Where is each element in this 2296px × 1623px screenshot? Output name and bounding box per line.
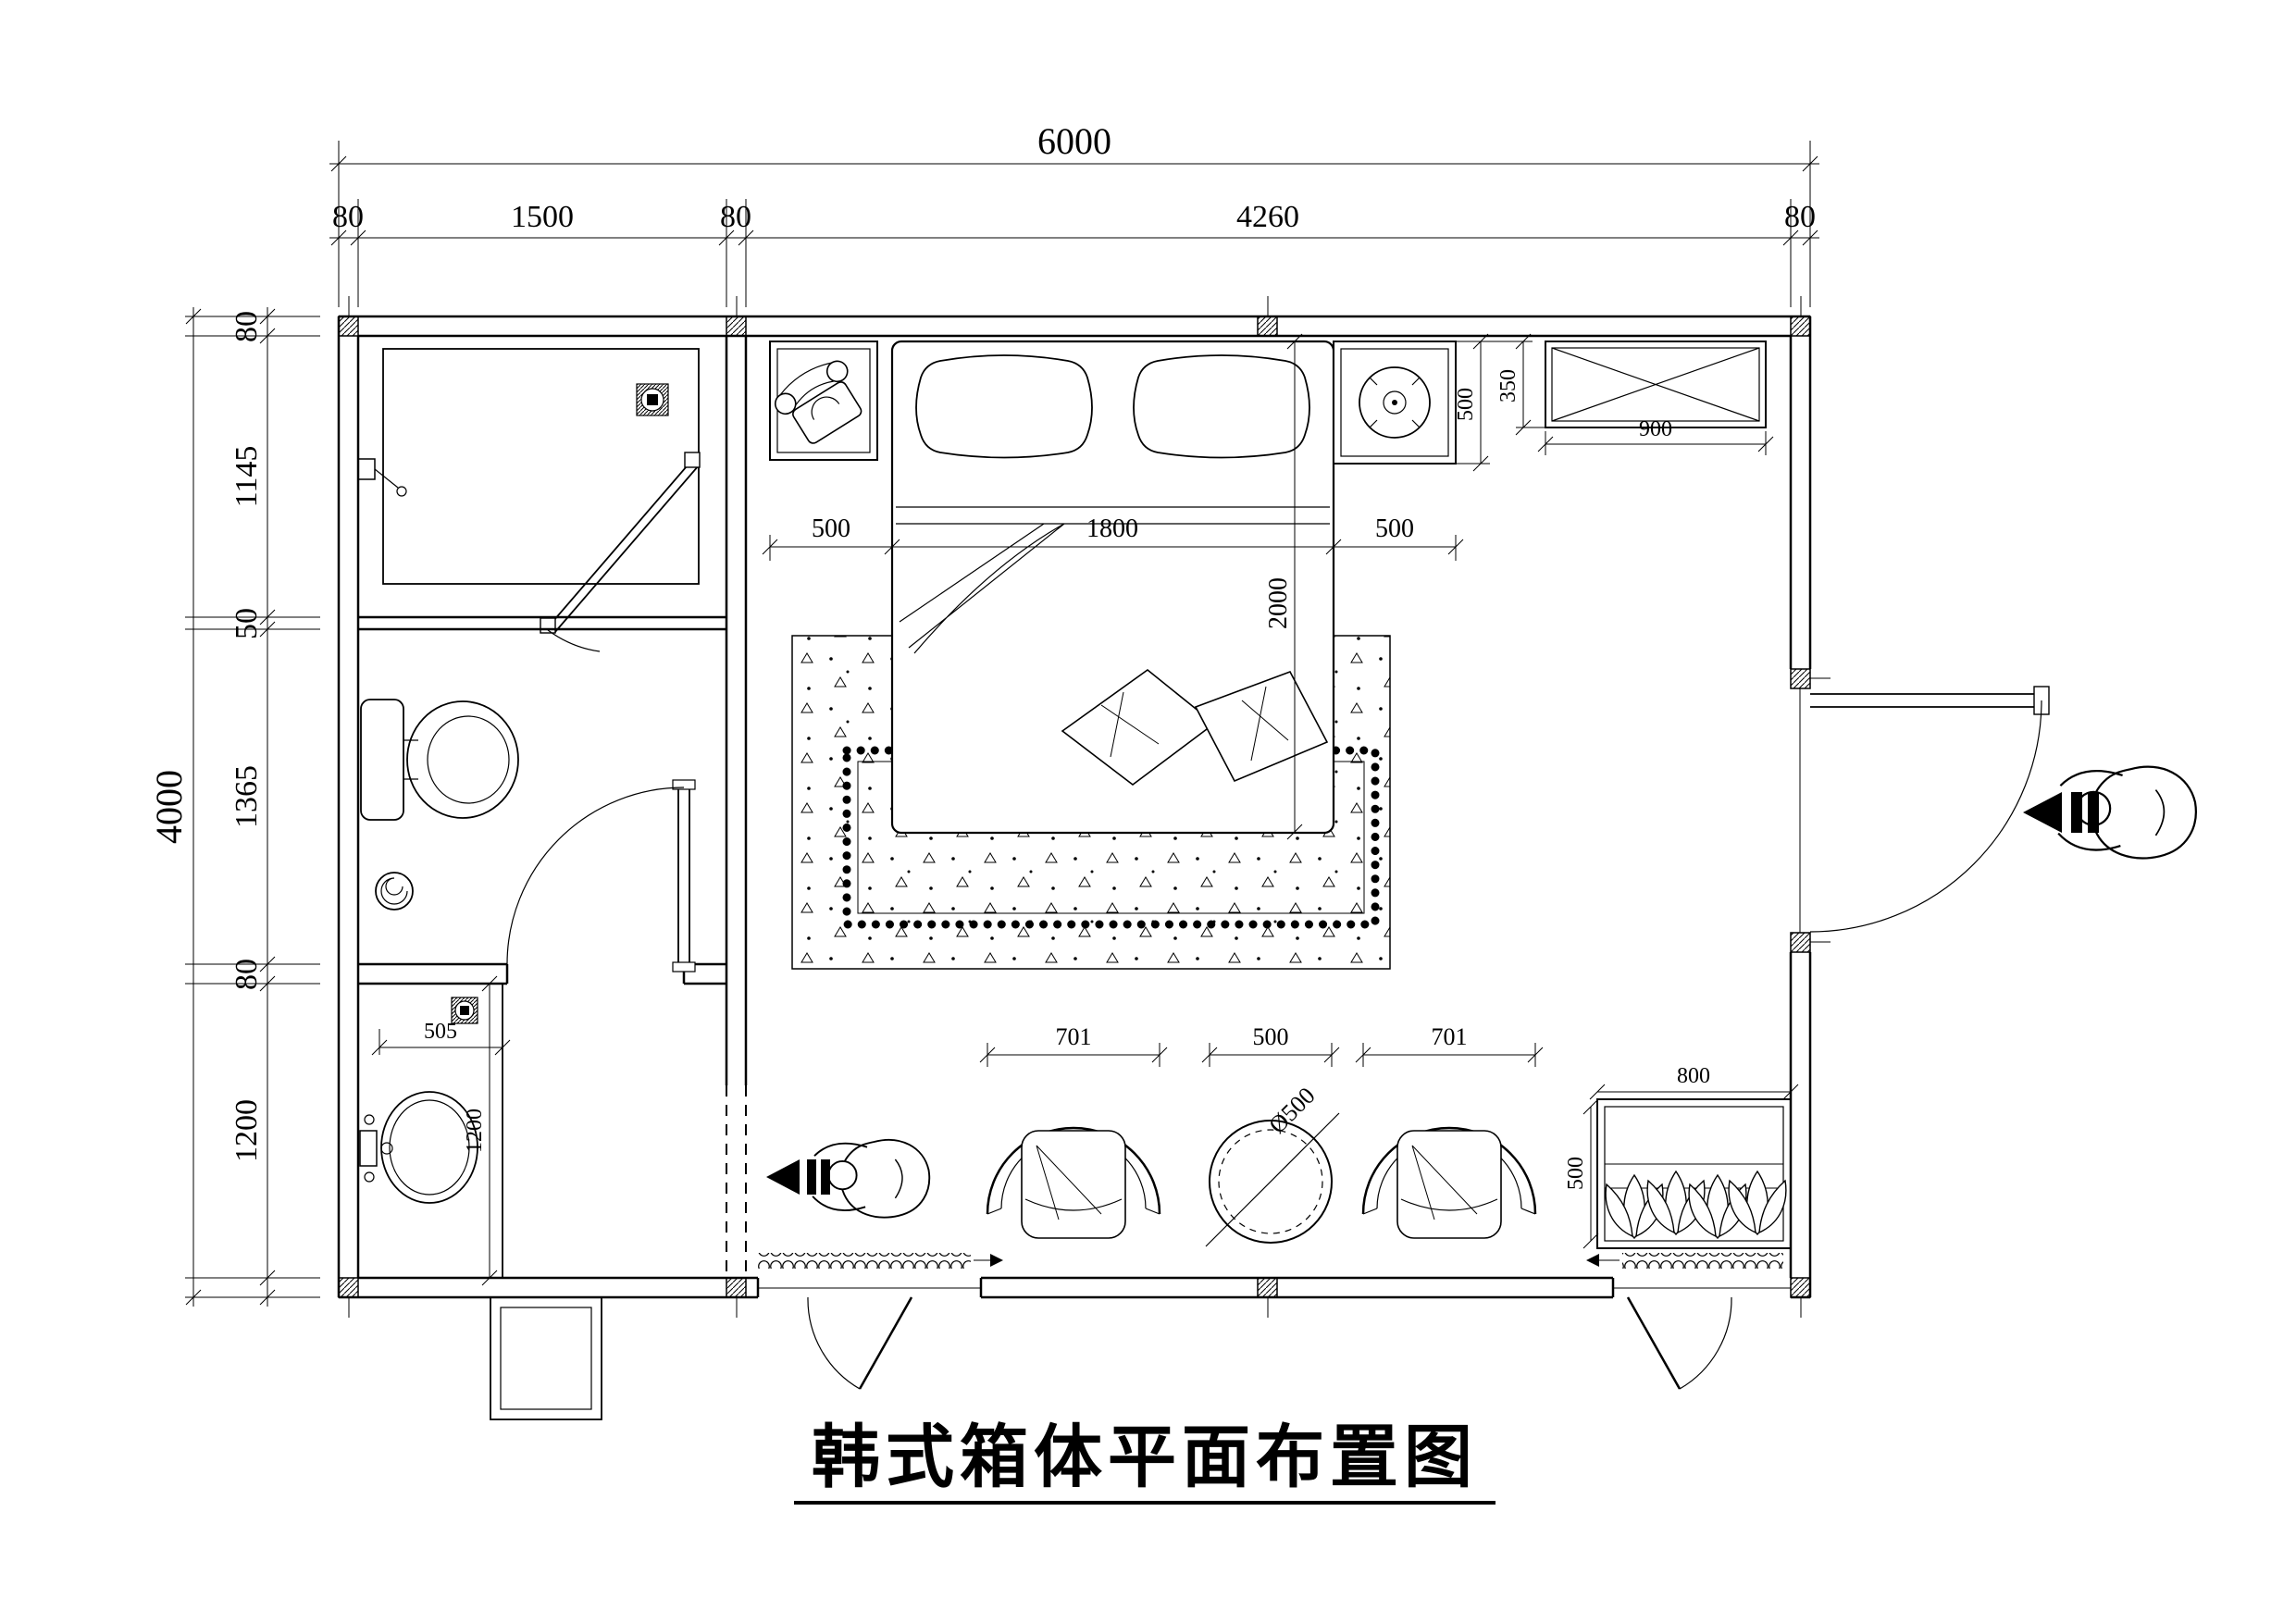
toilet-door [506, 779, 696, 973]
faucet-icon [359, 1130, 378, 1167]
dim-total-width: 6000 [1037, 120, 1111, 162]
dim-cabinet-350: 350 [1496, 369, 1520, 403]
nightstand-right [1333, 341, 1457, 465]
pillow-left [915, 354, 1093, 459]
door-swing-arc [1679, 1296, 1732, 1390]
dim-bed-right-500: 500 [1375, 514, 1414, 543]
double-bed [890, 340, 1335, 835]
table-diameter-line [1205, 1112, 1340, 1247]
arrow-head [1586, 1254, 1599, 1267]
nightstand-left [769, 341, 878, 461]
dim-top-80a: 80 [332, 200, 364, 234]
partition-bath-bedroom [725, 336, 748, 1085]
dim-bed-2000: 2000 [1264, 577, 1293, 629]
dim-bed-left-500: 500 [812, 514, 850, 543]
partition-toilet [358, 962, 726, 985]
dim-left-50: 50 [230, 608, 264, 639]
dim-top-4260: 4260 [1236, 200, 1299, 234]
wardrobe-cabinet [1545, 341, 1767, 428]
dim-top-1500: 1500 [511, 200, 574, 234]
direction-arrow-bottom [766, 1159, 830, 1195]
dim-left-1365: 1365 [230, 765, 264, 828]
door-swing-arc [1809, 700, 2042, 933]
toilet [360, 699, 519, 821]
dim-chair-right-701: 701 [1432, 1023, 1468, 1050]
lamp-icon [1359, 366, 1431, 439]
dim-bed-1800: 1800 [1086, 514, 1138, 543]
cased-opening-dashed [726, 1085, 747, 1278]
dim-cabinet-900: 900 [1639, 417, 1672, 441]
dim-planter-800: 800 [1677, 1064, 1710, 1088]
dim-planter-500: 500 [1564, 1157, 1588, 1190]
pillow-right [1133, 354, 1310, 459]
telephone-icon [774, 360, 863, 444]
dim-total-height: 4000 [148, 770, 190, 844]
tub-chair-right [1361, 1126, 1537, 1240]
person-figure-bottom [812, 1138, 931, 1219]
dimension-lines [185, 141, 1819, 1307]
direction-arrow-right [2023, 792, 2099, 833]
shower-room [357, 348, 701, 652]
terrace-door-right [1626, 1296, 1732, 1390]
partition-shower [358, 615, 726, 631]
floor-drain-shower [636, 383, 669, 416]
shower-door [540, 452, 701, 652]
door-swing-arc [506, 787, 685, 965]
dim-top-80b: 80 [720, 200, 751, 234]
dim-chair-left-701: 701 [1056, 1023, 1092, 1050]
dim-left-80a: 80 [230, 311, 264, 342]
screen-coil-right [1586, 1253, 1783, 1269]
floor-drain-square [451, 997, 478, 1024]
dim-vanity-1200: 1200 [463, 1109, 487, 1153]
dim-left-1145: 1145 [230, 446, 264, 508]
shower-head-icon [357, 458, 407, 497]
exterior-step [490, 1296, 602, 1420]
terrace-door-left [807, 1296, 913, 1390]
dim-top-80c: 80 [1784, 200, 1816, 234]
dim-left-1200: 1200 [230, 1099, 264, 1162]
cabinet-cross [1551, 347, 1760, 422]
dim-nightstand-500: 500 [1454, 388, 1478, 421]
dim-table-500: 500 [1253, 1023, 1289, 1050]
blanket-fold [899, 523, 1065, 654]
round-table [1205, 1112, 1340, 1247]
dim-vanity-505: 505 [424, 1020, 457, 1044]
structural-columns [338, 296, 1831, 1318]
tub-chair-left [986, 1126, 1161, 1240]
vanity-sink [359, 984, 503, 1278]
planter-box [1596, 1098, 1792, 1249]
thresholds [758, 688, 1801, 1289]
floor-drain-spiral [375, 872, 414, 911]
arrow-head [990, 1254, 1003, 1267]
drawing-title: 韩式箱体平面布置图 [812, 1419, 1478, 1495]
dim-left-80b: 80 [230, 959, 264, 990]
walls [337, 315, 1812, 1299]
door-swing-arc [807, 1296, 861, 1390]
screen-coil-left [758, 1253, 1003, 1269]
entry-door [1809, 686, 2050, 933]
